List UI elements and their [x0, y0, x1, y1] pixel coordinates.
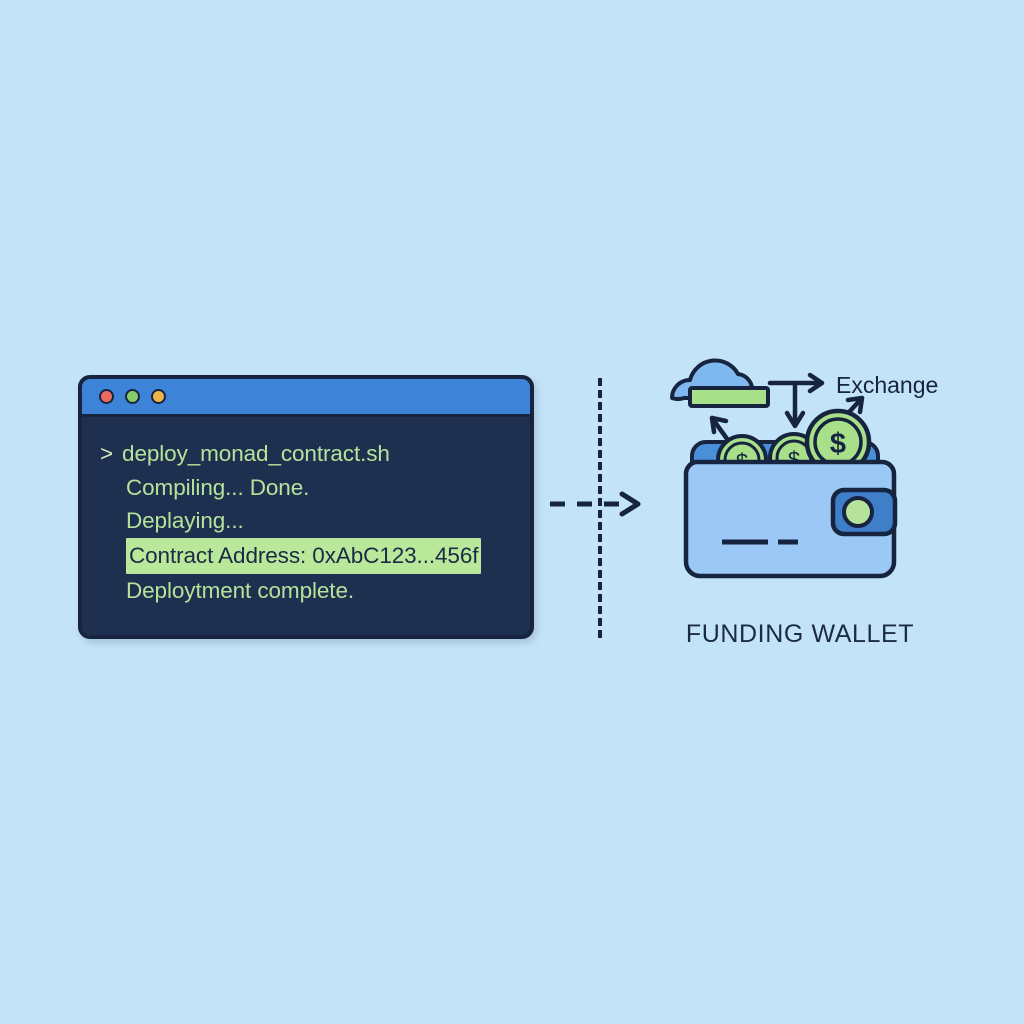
prompt-symbol: > — [100, 441, 114, 466]
funding-wallet-caption: FUNDING WALLET — [685, 620, 915, 648]
section-divider — [598, 378, 602, 638]
branch-arrow-icon — [767, 372, 825, 429]
close-icon[interactable] — [99, 389, 114, 404]
terminal-line-text: Compiling... Done. — [126, 474, 310, 500]
cloud-bar-icon — [688, 386, 770, 408]
terminal-line-deploying: Deplaying... — [100, 504, 530, 538]
maximize-icon[interactable] — [151, 389, 166, 404]
flow-arrow-icon — [550, 491, 641, 517]
cloud-icon — [670, 358, 770, 408]
svg-text:$: $ — [830, 428, 846, 460]
coin-icon: $ — [804, 408, 872, 476]
funding-wallet-illustration: $ $ $ — [670, 358, 898, 579]
wallet-clasp-button[interactable] — [842, 496, 874, 528]
terminal-window: > deploy_monad_contract.sh Compiling... D… — [78, 375, 534, 639]
terminal-output: > deploy_monad_contract.sh Compiling... D… — [82, 417, 530, 635]
exchange-label: Exchange — [836, 372, 939, 398]
terminal-line-command: > deploy_monad_contract.sh — [100, 437, 530, 471]
terminal-line-text: Deploytment complete. — [126, 578, 355, 603]
terminal-line-text: deploy_monad_contract.sh — [122, 441, 390, 466]
terminal-title-bar — [82, 379, 530, 417]
minimize-icon[interactable] — [125, 389, 140, 404]
terminal-line-complete: Deploytment complete. — [100, 574, 530, 608]
terminal-line-compiling: Compiling... Done. — [100, 471, 530, 505]
terminal-line-text: Deplaying... — [126, 508, 244, 533]
terminal-line-contract-address[interactable]: Contract Address: 0xAbC123...456f — [100, 537, 482, 574]
contract-address-highlight: Contract Address: 0xAbC123...456f — [126, 537, 482, 574]
